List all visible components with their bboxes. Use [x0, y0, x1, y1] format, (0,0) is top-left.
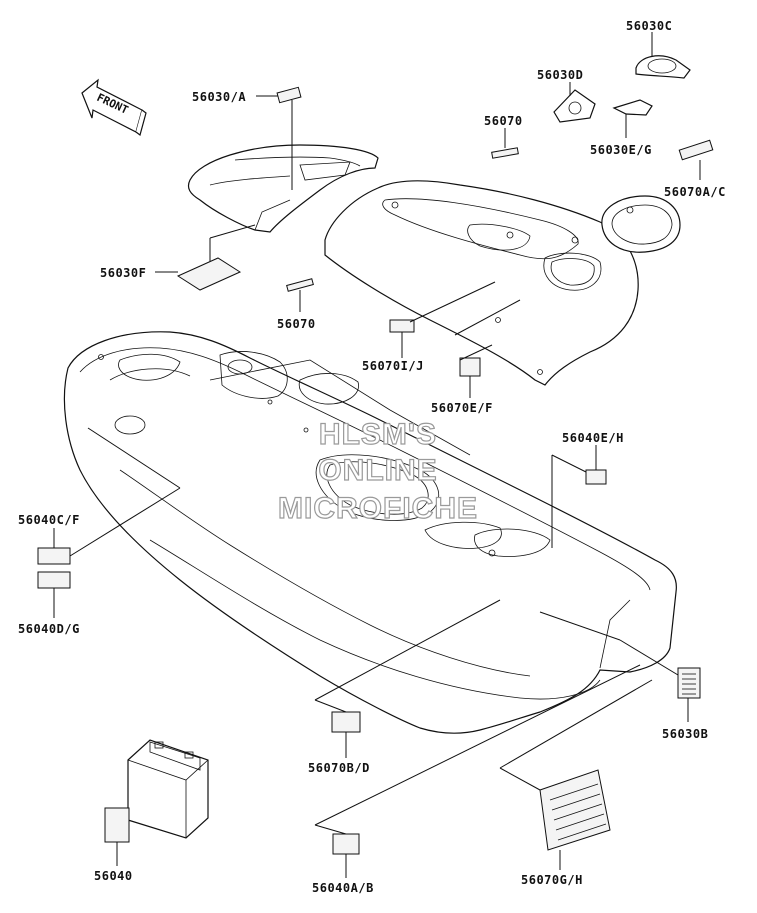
callout-56040eh: 56040E/H — [562, 431, 624, 445]
leader-lines — [53, 32, 701, 878]
label-patch-56030b — [677, 667, 701, 699]
callout-56070-mid: 56070 — [277, 317, 316, 331]
label-patch-56040dg — [37, 571, 71, 589]
front-arrow-icon: FRONT — [81, 78, 147, 137]
callout-56040ab: 56040A/B — [312, 881, 374, 895]
battery-part — [127, 739, 209, 839]
label-patch-56070ac — [678, 139, 714, 161]
callout-56040dg: 56040D/G — [18, 622, 80, 636]
label-patch-56030f — [176, 257, 242, 291]
callout-56030a: 56030/A — [192, 90, 246, 104]
label-patch-56040ab — [332, 833, 360, 855]
callout-56070ef: 56070E/F — [431, 401, 493, 415]
label-patch-56070gh — [539, 769, 611, 851]
callout-56070ij: 56070I/J — [362, 359, 424, 373]
callout-56040cf: 56040C/F — [18, 513, 80, 527]
callout-56030f: 56030F — [100, 266, 146, 280]
label-patch-56040eh — [585, 469, 607, 485]
bracket-part-eg — [612, 99, 653, 116]
callout-56030d: 56030D — [537, 68, 583, 82]
callout-56030b: 56030B — [662, 727, 708, 741]
callout-56070-top: 56070 — [484, 114, 523, 128]
watermark-line-1: HLSM'S — [319, 418, 437, 451]
callout-56070ac: 56070A/C — [664, 185, 726, 199]
label-patch-56040 — [104, 807, 130, 843]
watermark-line-3: MICROFICHE — [278, 492, 478, 525]
callout-labels: 56030C 56030D 56030/A 56070 56030E/G 560… — [18, 19, 726, 895]
label-patch-56040cf — [37, 547, 71, 565]
watermark: HLSM'S ONLINE MICROFICHE — [277, 417, 478, 525]
callout-56040: 56040 — [94, 869, 133, 883]
callout-56030eg: 56030E/G — [590, 143, 652, 157]
label-patch-56070ef — [459, 357, 481, 377]
label-patch-56070-mid — [286, 278, 314, 292]
callout-56070bd: 56070B/D — [308, 761, 370, 775]
bracket-part-d — [553, 89, 596, 123]
speedometer-part — [601, 195, 681, 253]
label-patch-56070bd — [331, 711, 361, 733]
watermark-line-2: ONLINE — [318, 454, 437, 487]
hull-part — [63, 331, 677, 734]
deck-hood-part — [324, 180, 639, 386]
label-patch-56030a — [276, 86, 302, 104]
callout-56030c: 56030C — [626, 19, 672, 33]
label-patch-56070-top — [491, 147, 519, 159]
meter-cover-part — [635, 55, 691, 79]
callout-56070gh: 56070G/H — [521, 873, 583, 887]
seat-cover-part — [187, 144, 379, 233]
